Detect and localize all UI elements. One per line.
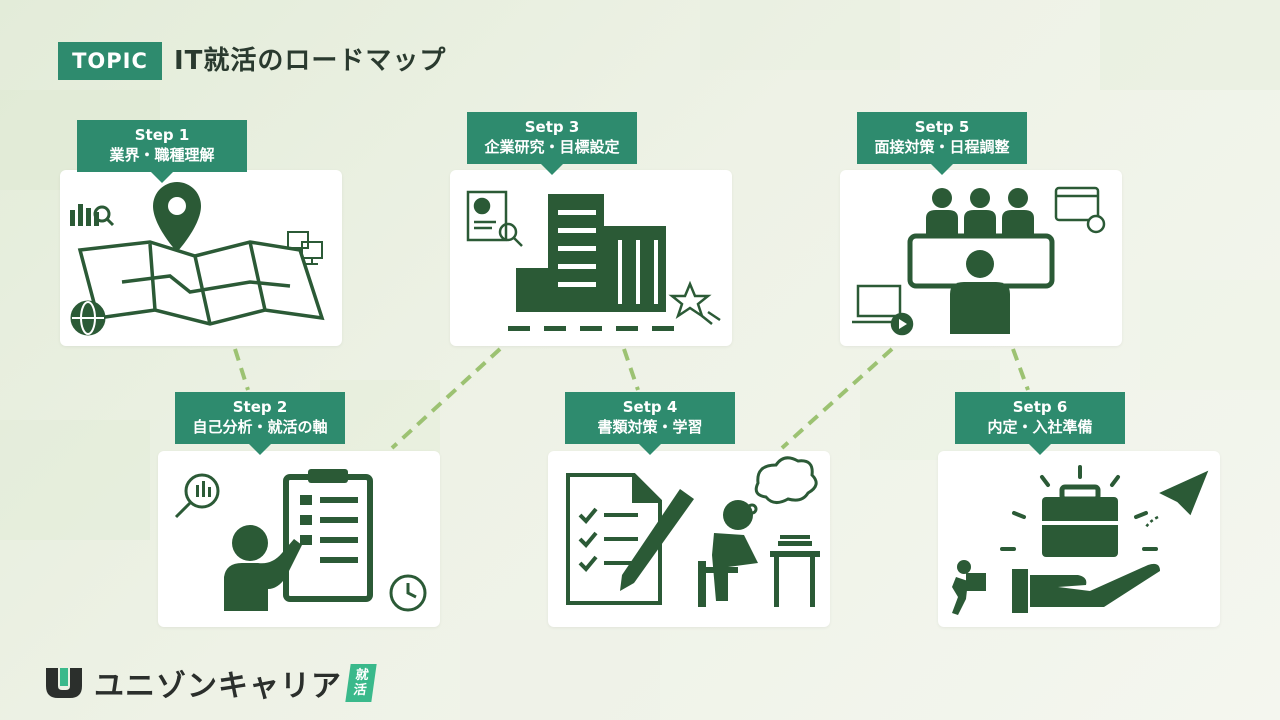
report-search-icon bbox=[466, 190, 523, 247]
step-6-title: 内定・入社準備 bbox=[987, 418, 1093, 436]
step-6-number: Setp 6 bbox=[1012, 398, 1068, 416]
step-3-card bbox=[450, 170, 732, 346]
brand-logo: ユニゾンキャリア 就 活 bbox=[44, 664, 377, 704]
pen-icon bbox=[620, 489, 694, 591]
step-3-title: 企業研究・目標設定 bbox=[484, 138, 620, 156]
step-5-label: Setp 5 面接対策・日程調整 bbox=[857, 112, 1027, 175]
calendar-schedule-icon bbox=[1054, 186, 1106, 234]
location-pin-icon bbox=[153, 182, 201, 252]
step-2-title: 自己分析・就活の軸 bbox=[192, 418, 328, 436]
topic-badge: TOPIC bbox=[58, 42, 162, 80]
step-1-label: Step 1 業界・職種理解 bbox=[77, 120, 247, 183]
step-4-title: 書類対策・学習 bbox=[597, 418, 703, 436]
clock-history-icon bbox=[389, 574, 427, 612]
chart-search-icon bbox=[174, 473, 220, 519]
company-research-illustration bbox=[466, 190, 721, 331]
step-4-label: Setp 4 書類対策・学習 bbox=[565, 392, 735, 455]
step-3-label: Setp 3 企業研究・目標設定 bbox=[467, 112, 637, 175]
brand-tag: 就 活 bbox=[345, 664, 377, 702]
brand-mark-icon bbox=[46, 668, 82, 698]
star-pointer-icon bbox=[668, 280, 721, 325]
step-5-card bbox=[840, 170, 1122, 346]
document-checklist-icon bbox=[566, 473, 662, 605]
interview-illustration bbox=[852, 186, 1106, 336]
paper-plane-icon bbox=[1144, 470, 1209, 528]
step-4-card bbox=[548, 451, 830, 627]
briefcase-icon bbox=[1042, 484, 1118, 557]
interviewers-icon bbox=[926, 188, 1034, 236]
online-presentation-icon bbox=[852, 284, 914, 336]
step-3-number: Setp 3 bbox=[524, 118, 580, 136]
page-title: IT就活のロードマップ bbox=[174, 46, 447, 76]
step-5-number: Setp 5 bbox=[914, 118, 970, 136]
self-analysis-illustration bbox=[174, 469, 427, 612]
analytics-search-icon bbox=[70, 204, 115, 227]
candidate-icon bbox=[950, 250, 1010, 334]
step-4-number: Setp 4 bbox=[622, 398, 678, 416]
step-2-card bbox=[158, 451, 440, 627]
step-5-title: 面接対策・日程調整 bbox=[874, 138, 1010, 156]
person-pointing-icon bbox=[224, 525, 302, 611]
clipboard-icon bbox=[283, 469, 373, 602]
job-offer-illustration bbox=[952, 465, 1209, 615]
globe-icon bbox=[70, 300, 106, 336]
step-1-number: Step 1 bbox=[134, 126, 190, 144]
studying-person-icon bbox=[698, 500, 820, 607]
brand-tag-line1: 就 bbox=[354, 668, 370, 683]
code-monitor-icon bbox=[287, 231, 323, 265]
step-6-label: Setp 6 内定・入社準備 bbox=[955, 392, 1125, 455]
industry-map-illustration bbox=[70, 182, 325, 336]
document-prep-illustration bbox=[566, 456, 820, 607]
step-6-card bbox=[938, 451, 1220, 627]
step-1-card bbox=[60, 170, 342, 346]
brand-tag-line2: 活 bbox=[352, 683, 368, 698]
hand-offer-icon bbox=[1012, 563, 1160, 613]
brand-name: ユニゾンキャリア bbox=[94, 669, 342, 704]
step-1-title: 業界・職種理解 bbox=[109, 146, 215, 164]
step-2-label: Step 2 自己分析・就活の軸 bbox=[175, 392, 345, 455]
person-carrying-box-icon bbox=[952, 560, 986, 615]
step-2-number: Step 2 bbox=[232, 398, 288, 416]
building-icon bbox=[516, 194, 666, 312]
